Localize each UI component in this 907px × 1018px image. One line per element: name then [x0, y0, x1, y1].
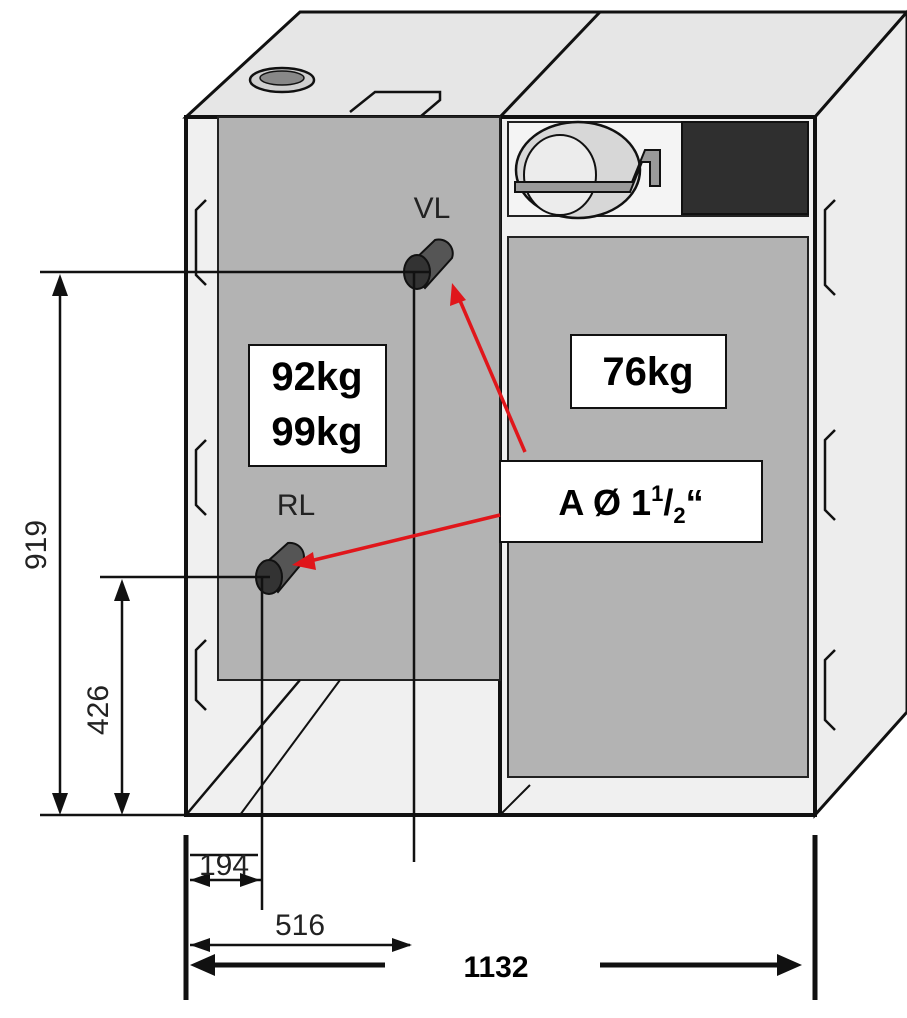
dim-x-flow: 516	[275, 909, 325, 942]
cabinet-top	[182, 10, 907, 119]
connection-slash: /	[663, 482, 673, 523]
auger-tube	[514, 149, 661, 193]
connection-box: A Ø 11/2“	[499, 460, 763, 543]
hinge-left-3	[194, 639, 207, 711]
connection-arrows	[292, 283, 527, 570]
hinge-right-1	[823, 199, 836, 296]
cabinet-top-divider	[498, 10, 602, 119]
vl-label: VL	[414, 192, 451, 225]
rl-label: RL	[277, 489, 315, 522]
control-box	[681, 121, 809, 215]
dim-x-return: 194	[199, 849, 249, 882]
weight-left-line2: 99kg	[271, 410, 362, 454]
top-hatch	[349, 90, 442, 118]
right-bottom-diagonal	[499, 784, 531, 816]
burner-cylinder-face	[523, 134, 597, 216]
arrow-to-vl	[450, 283, 466, 306]
hinge-left-2	[194, 439, 207, 516]
hinge-right-2	[823, 429, 836, 521]
total-width-arrows	[190, 954, 802, 976]
cabinet-right-side	[813, 9, 907, 819]
weight-left-line1: 92kg	[271, 355, 362, 399]
dim-height-flow: 919	[20, 520, 53, 570]
connection-sub: 2	[673, 503, 685, 528]
flue-ring-inner	[259, 70, 305, 86]
left-bottom-diagonal-b	[239, 679, 341, 816]
connection-sup: 1	[651, 481, 663, 506]
hinge-right-3	[823, 649, 836, 731]
weight-box-right: 76kg	[570, 334, 727, 409]
arrow-to-rl	[292, 552, 316, 570]
dimension-arrowheads	[52, 274, 412, 952]
dimension-lines	[40, 270, 818, 1000]
left-bottom-diagonal-a	[185, 679, 301, 816]
connection-label: A Ø 11/2“	[558, 481, 703, 528]
weight-box-left: 92kg 99kg	[248, 344, 387, 467]
dim-height-return: 426	[82, 685, 115, 735]
hinge-left-1	[194, 199, 207, 286]
weight-right: 76kg	[602, 350, 693, 394]
dim-total-width: 1132	[463, 951, 528, 984]
connection-prefix: A Ø 1	[558, 482, 651, 523]
connection-suffix: “	[686, 482, 704, 523]
